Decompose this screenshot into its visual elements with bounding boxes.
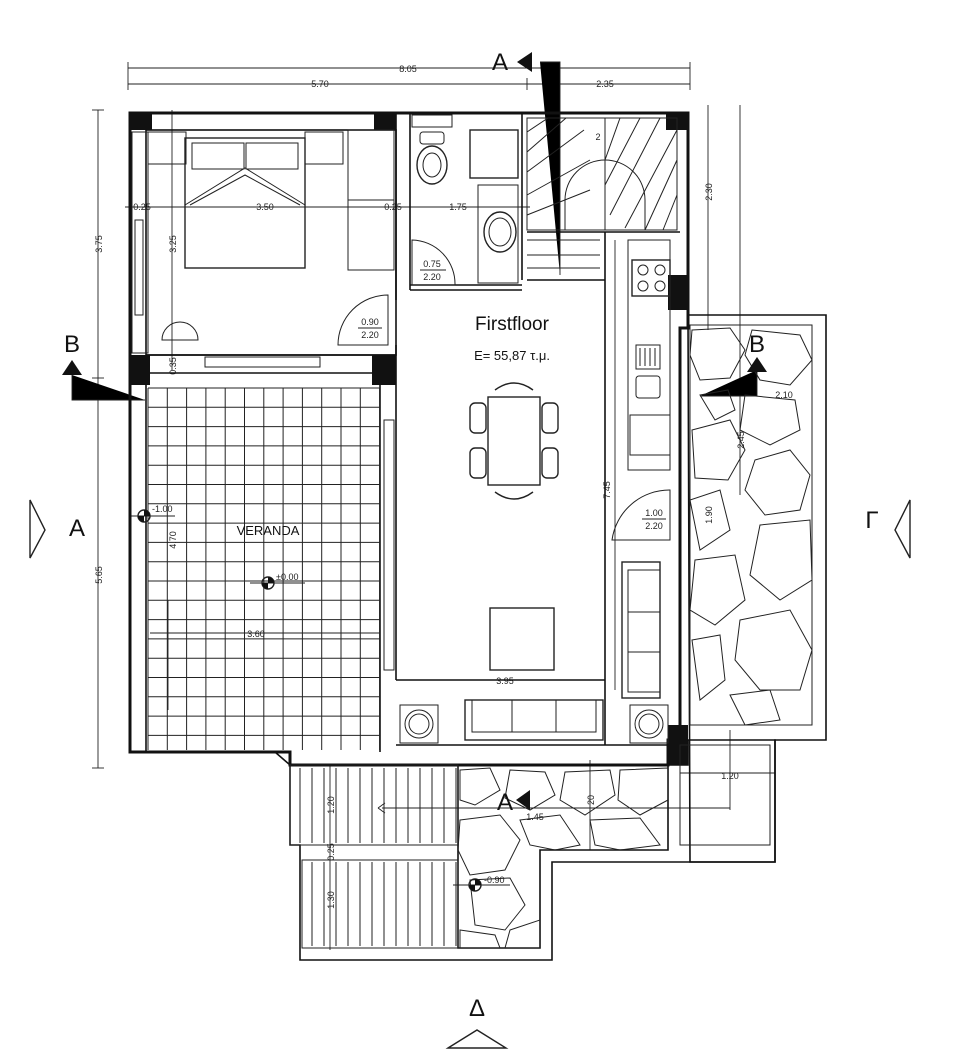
svg-text:A: A	[497, 789, 513, 816]
dimension-labels: 8.05 5.70 2.35 3.75 5.65 3.50 3.25 1.75 …	[94, 64, 793, 909]
svg-text:2.20: 2.20	[423, 272, 441, 282]
svg-text:8.05: 8.05	[399, 64, 417, 74]
plan-title: Firstfloor	[475, 314, 550, 335]
svg-text:±0.00: ±0.00	[276, 572, 298, 582]
entry-stones	[458, 767, 668, 948]
svg-text:1.90: 1.90	[704, 506, 714, 524]
dimension-lines	[71, 61, 775, 950]
svg-text:-1.00: -1.00	[152, 504, 173, 514]
svg-text:0.75: 0.75	[423, 259, 441, 269]
speaker-right	[629, 704, 669, 744]
svg-text:B: B	[64, 331, 80, 358]
kitchen	[627, 239, 671, 471]
svg-text:-0.90: -0.90	[484, 875, 505, 885]
shower	[469, 129, 519, 179]
svg-text:1.20: 1.20	[326, 796, 336, 814]
coffee-table	[489, 607, 555, 671]
desk-chair	[161, 321, 199, 341]
section-a-top: A	[492, 49, 532, 76]
svg-text:A: A	[69, 515, 85, 542]
bathroom	[411, 114, 519, 284]
kitchen-counter	[627, 239, 671, 471]
svg-text:7.45: 7.45	[602, 481, 612, 499]
svg-text:B: B	[749, 331, 765, 358]
svg-text:2.30: 2.30	[704, 183, 714, 201]
pillow-left	[191, 142, 245, 170]
staircase	[526, 117, 678, 269]
fridge	[629, 414, 671, 456]
svg-text:2.45: 2.45	[736, 431, 746, 449]
svg-text:0.25: 0.25	[326, 843, 336, 861]
svg-text:2.20: 2.20	[645, 521, 663, 531]
entry-steps	[272, 739, 776, 961]
svg-text:4.70: 4.70	[168, 531, 178, 549]
vanity	[477, 184, 519, 284]
sofas	[399, 561, 669, 744]
nightstand-left	[147, 131, 187, 165]
svg-text:Δ: Δ	[469, 995, 485, 1022]
svg-text:1.45: 1.45	[526, 812, 544, 822]
svg-text:2: 2	[595, 132, 600, 142]
dining-table	[487, 396, 541, 486]
section-b-right: B	[747, 331, 767, 372]
veranda-label: VERANDA	[237, 523, 300, 538]
garden	[687, 314, 827, 863]
plan-area: E= 55,87 τ.μ.	[474, 348, 550, 363]
svg-text:5.65: 5.65	[94, 566, 104, 584]
chair-top	[494, 382, 534, 391]
door-bath: 0.75 2.20	[411, 239, 456, 286]
svg-text:3.95: 3.95	[496, 676, 514, 686]
bedroom	[147, 129, 395, 341]
walls	[128, 111, 690, 767]
garden-level-marker: -0.90	[468, 875, 505, 892]
washbasin	[483, 211, 517, 253]
svg-text:3.60: 3.60	[247, 629, 265, 639]
door-bedroom: 0.90 2.20	[337, 294, 389, 346]
door-kitchen: 1.00 2.20	[611, 489, 671, 541]
section-a-left: A	[29, 499, 85, 559]
svg-text:5.70: 5.70	[311, 79, 329, 89]
svg-text:1.30: 1.30	[326, 891, 336, 909]
sink-drainer	[635, 344, 661, 370]
veranda-tiles	[147, 387, 381, 750]
svg-text:Γ: Γ	[865, 507, 878, 534]
svg-text:3.50: 3.50	[256, 202, 274, 212]
columns	[130, 113, 688, 765]
dining-set	[469, 382, 559, 671]
svg-text:3.75: 3.75	[94, 235, 104, 253]
nightstand-right	[304, 131, 344, 165]
svg-text:0.35: 0.35	[168, 357, 178, 375]
svg-text:0.25: 0.25	[384, 202, 402, 212]
chair-bottom	[494, 491, 534, 500]
kitchen-sink	[635, 375, 661, 399]
svg-text:2.10: 2.10	[775, 390, 793, 400]
svg-text:3.25: 3.25	[168, 235, 178, 253]
section-gamma-right: Γ	[865, 499, 911, 559]
svg-text:2.35: 2.35	[596, 79, 614, 89]
svg-text:0.25: 0.25	[133, 202, 151, 212]
svg-text:20: 20	[586, 795, 596, 805]
cooktop	[631, 259, 671, 297]
section-b-left: B	[62, 331, 82, 375]
toilet	[416, 145, 448, 185]
section-a-bottom: A	[497, 789, 530, 816]
stone-paving	[690, 327, 812, 725]
section-delta-bottom: Δ	[445, 995, 509, 1049]
svg-text:2.20: 2.20	[361, 330, 379, 340]
sofa-bottom	[464, 699, 604, 741]
speaker-left	[399, 704, 439, 744]
pillow-right	[245, 142, 299, 170]
svg-text:A: A	[492, 49, 508, 76]
svg-text:1.20: 1.20	[721, 771, 739, 781]
svg-text:1.00: 1.00	[645, 508, 663, 518]
svg-text:0.90: 0.90	[361, 317, 379, 327]
step-lines	[299, 768, 457, 946]
veranda-marker: ±0.00 -1.00	[137, 504, 298, 590]
svg-text:1.75: 1.75	[449, 202, 467, 212]
double-bed	[184, 137, 306, 269]
